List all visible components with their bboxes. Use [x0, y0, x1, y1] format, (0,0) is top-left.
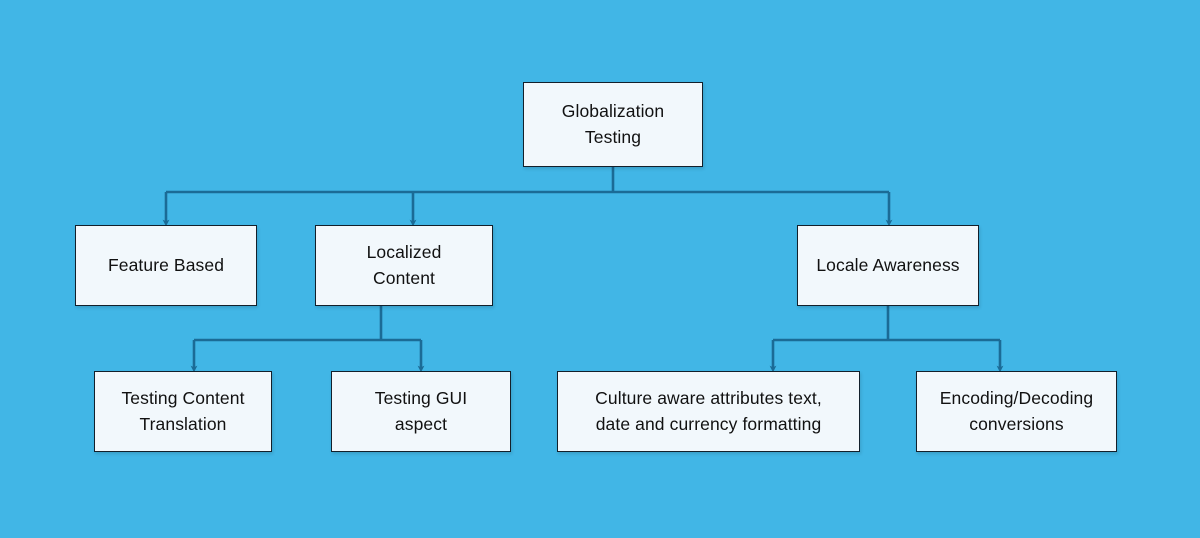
- node-label: Feature Based: [107, 254, 225, 275]
- node-testing-content-translation[interactable]: Testing Content Translation: [94, 371, 272, 452]
- node-label: Globalization Testing: [561, 101, 665, 147]
- node-label: Locale Awareness: [816, 254, 960, 275]
- node-encoding-decoding-conversions[interactable]: Encoding/Decoding conversions: [916, 371, 1117, 452]
- node-label: Culture aware attributes text, date and …: [595, 388, 822, 434]
- node-label: Testing GUI aspect: [374, 388, 468, 434]
- node-globalization-testing[interactable]: Globalization Testing: [523, 82, 703, 167]
- node-culture-aware-attributes[interactable]: Culture aware attributes text, date and …: [557, 371, 860, 452]
- node-testing-gui-aspect[interactable]: Testing GUI aspect: [331, 371, 511, 452]
- node-label: Testing Content Translation: [121, 388, 245, 434]
- node-label: Encoding/Decoding conversions: [939, 388, 1094, 434]
- node-localized-content[interactable]: Localized Content: [315, 225, 493, 306]
- node-feature-based[interactable]: Feature Based: [75, 225, 257, 306]
- node-label: Localized Content: [366, 242, 442, 288]
- node-locale-awareness[interactable]: Locale Awareness: [797, 225, 979, 306]
